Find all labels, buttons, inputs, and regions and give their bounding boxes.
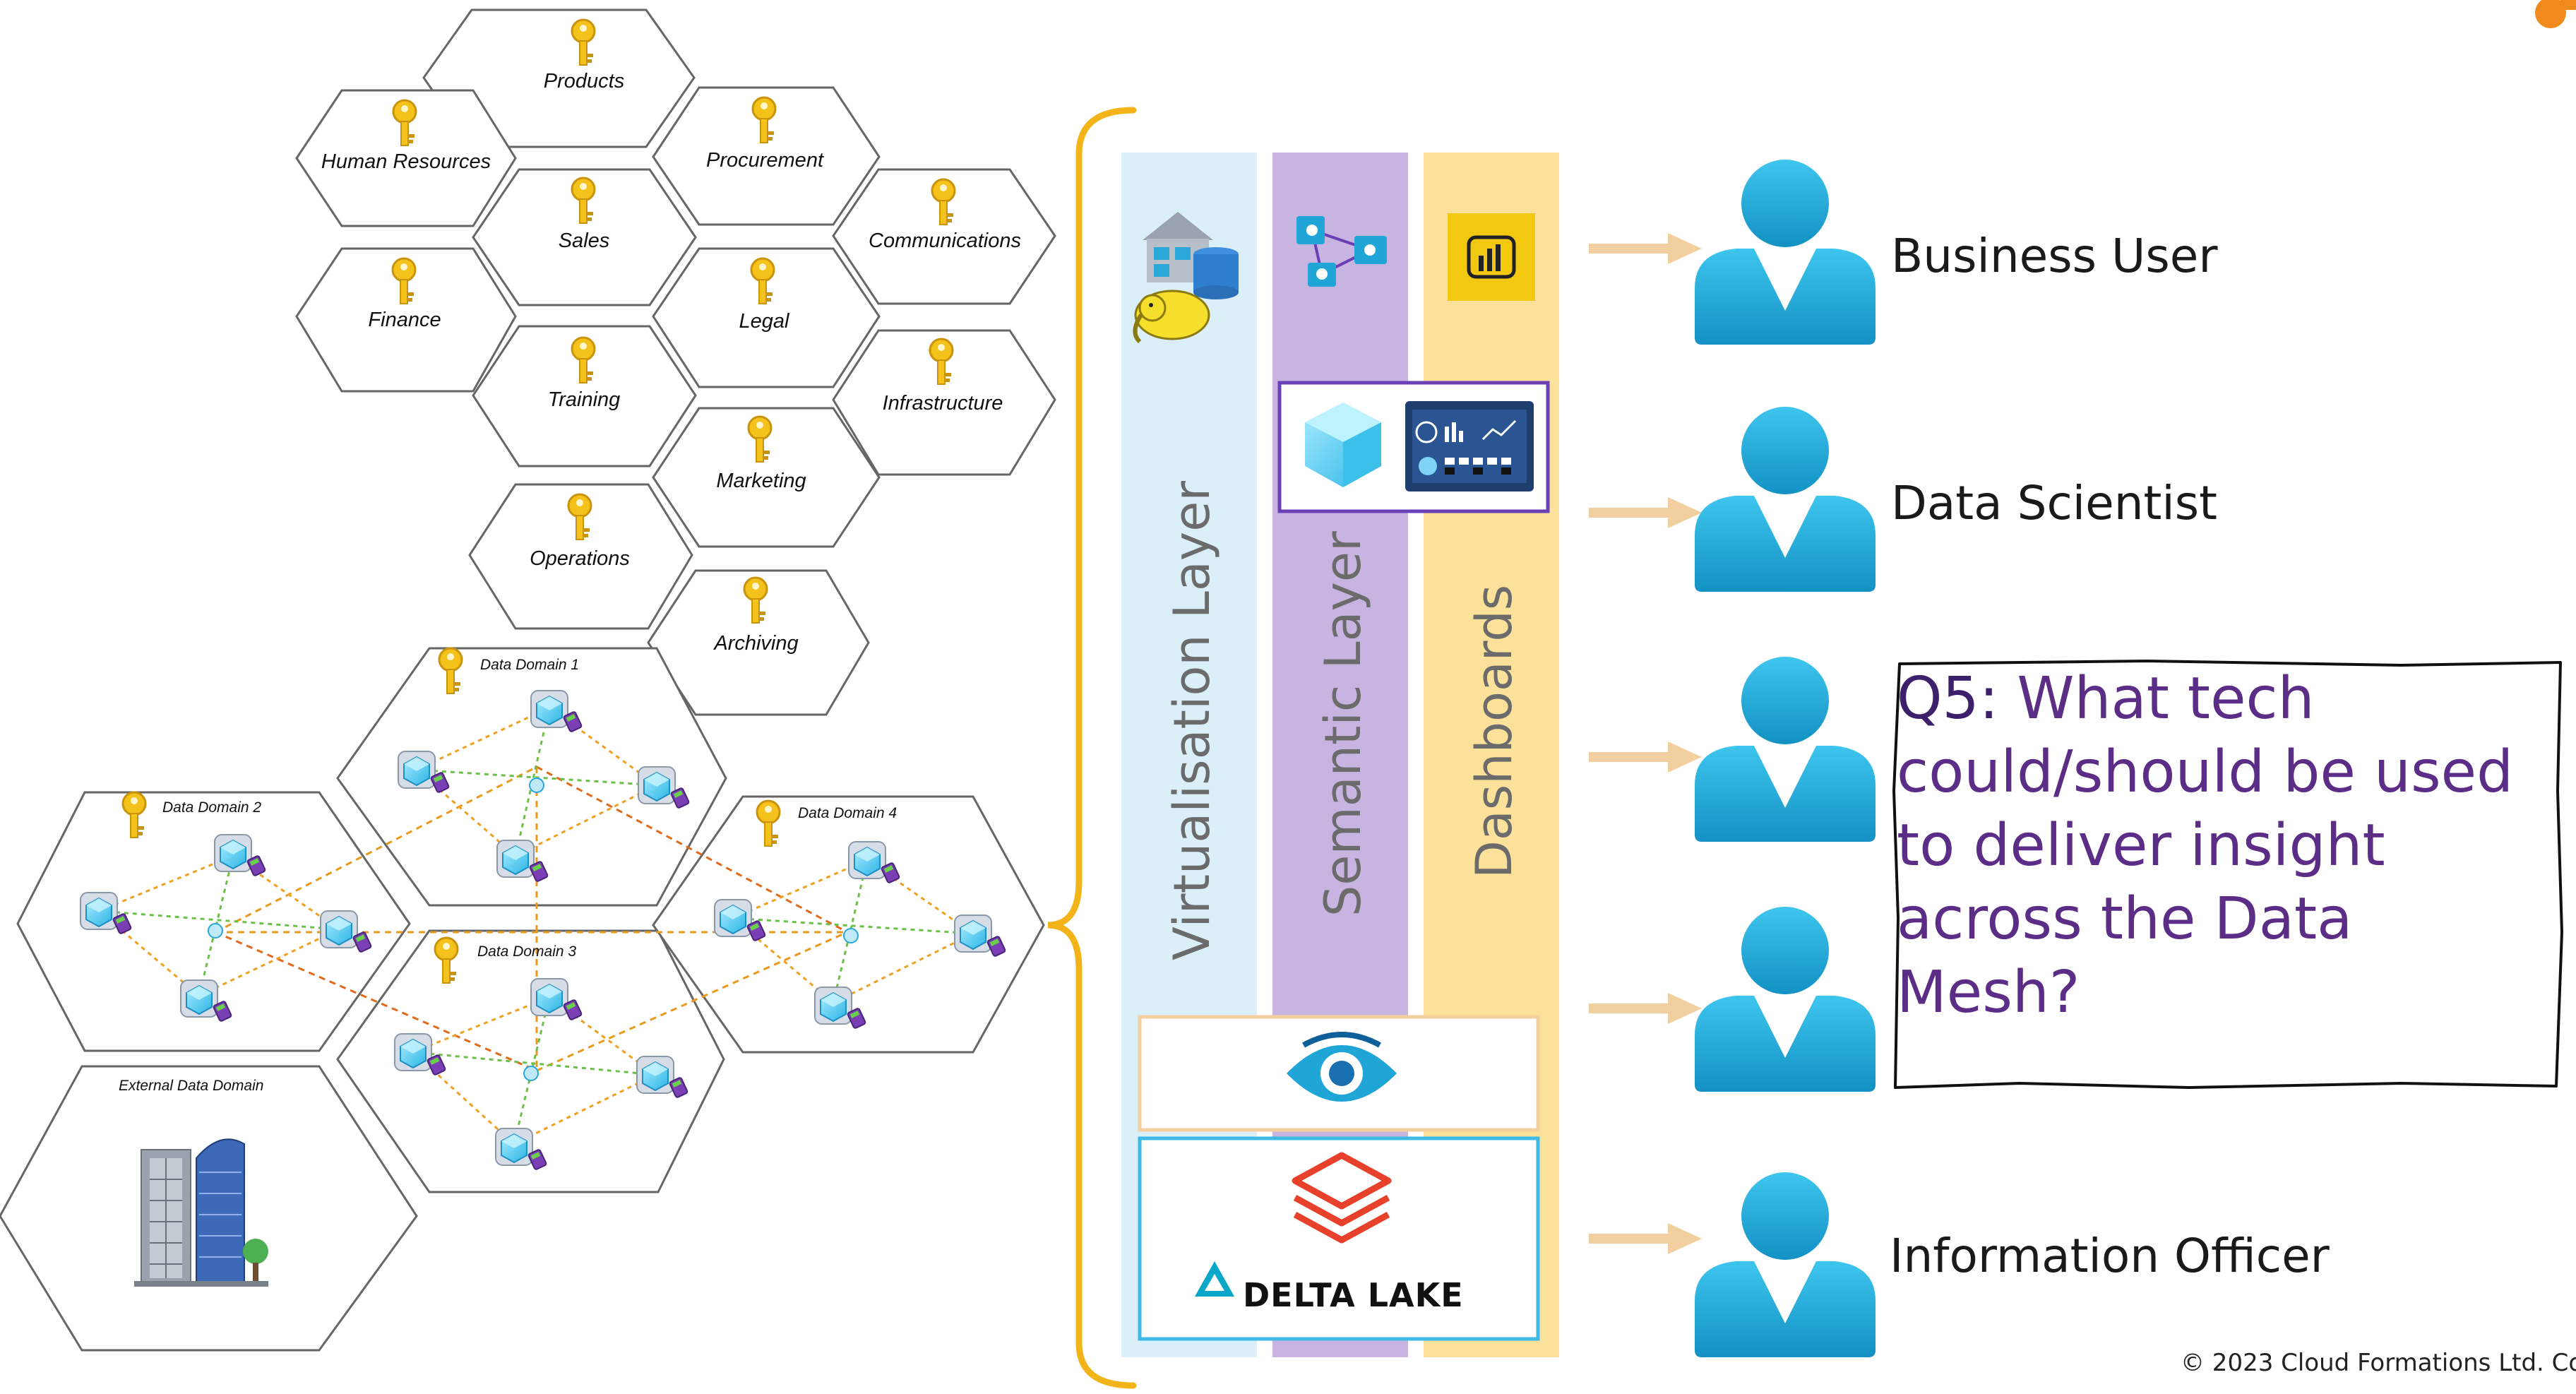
- question-line-3: to deliver insight: [1897, 812, 2385, 879]
- data-domain-1-label: Data Domain 1: [480, 657, 579, 673]
- business-domain-hexes: Products Human Resources Procurement Sal…: [295, 8, 1056, 716]
- hex-human-resources: Human Resources: [295, 89, 517, 227]
- hex-infrastructure: Infrastructure: [832, 329, 1056, 476]
- persona-information-officer: Information Officer: [1890, 1229, 2330, 1283]
- hex-label: Training: [548, 388, 621, 411]
- brace: [1047, 107, 1137, 1389]
- semantic-layer-label: Semantic Layer: [1314, 531, 1372, 917]
- hadoop-elephant-icon: [1133, 290, 1210, 344]
- hex-data-domain-2: [16, 791, 411, 1052]
- data-domain-3-label: Data Domain 3: [477, 943, 576, 960]
- person-icon: [1695, 407, 1876, 592]
- cube-icon: [1305, 403, 1381, 487]
- copyright: © 2023 Cloud Formations Ltd. Co: [2181, 1349, 2576, 1377]
- purview-box: [1138, 1015, 1540, 1132]
- persona-business-user: Business User: [1891, 229, 2218, 283]
- semantic-dashboard-box: [1277, 381, 1550, 513]
- question-box: [1892, 660, 2563, 1089]
- person-icons: [1695, 160, 1876, 1357]
- question-line-2: could/should be used: [1897, 739, 2514, 806]
- hex-label: Finance: [368, 309, 441, 331]
- hex-archiving: Archiving: [647, 569, 870, 716]
- hex-data-domain-4: [652, 795, 1045, 1054]
- hex-operations: Operations: [468, 483, 693, 630]
- hex-label: Communications: [869, 230, 1021, 252]
- hex-communications: Communications: [832, 168, 1056, 305]
- databricks-icon: [1292, 1152, 1392, 1244]
- question-prefix: Q5:: [1897, 665, 1999, 732]
- person-icon: [1695, 657, 1876, 842]
- hex-sales: Sales: [472, 168, 697, 306]
- delta-lake-label: DELTA LAKE: [1243, 1276, 1464, 1314]
- person-icon: [1695, 1172, 1876, 1357]
- hex-legal: Legal: [652, 247, 881, 388]
- hex-marketing: Marketing: [652, 407, 881, 548]
- data-domain-4-label: Data Domain 4: [798, 805, 897, 821]
- virtualisation-layer-label: Virtualisation Layer: [1163, 481, 1221, 960]
- hex-label: Human Resources: [321, 150, 491, 173]
- hex-training: Training: [472, 325, 697, 467]
- hex-label: Sales: [559, 230, 610, 252]
- hex-label: Legal: [739, 310, 791, 333]
- warehouse-icon: [1143, 212, 1239, 299]
- person-icon: [1695, 160, 1876, 345]
- persona-data-scientist: Data Scientist: [1891, 476, 2217, 530]
- hex-label: Archiving: [712, 632, 798, 655]
- hex-label: Procurement: [706, 149, 825, 172]
- hex-label: Marketing: [716, 470, 806, 492]
- hex-products: Products: [422, 8, 696, 148]
- external-data-domain-label: External Data Domain: [119, 1078, 263, 1094]
- hex-label: Products: [544, 70, 624, 93]
- purview-eye-icon: [1287, 1032, 1397, 1102]
- question-line-4: across the Data Mesh?: [1897, 886, 2353, 1026]
- delta-lake-box: DELTA LAKE: [1138, 1136, 1540, 1341]
- hex-label: Operations: [530, 547, 630, 570]
- dashboard-icon: [1405, 401, 1534, 492]
- analysis-services-icon: [1296, 216, 1387, 287]
- arrows: [1589, 233, 1702, 1254]
- question-line-1: What tech: [1998, 665, 2315, 732]
- dashboards-label: Dashboards: [1465, 585, 1523, 878]
- power-bi-icon: [1448, 213, 1535, 301]
- hex-finance: Finance: [295, 247, 517, 393]
- question-text: Q5: What tech could/should be used to de…: [1897, 662, 2553, 1086]
- hex-label: Infrastructure: [883, 392, 1003, 415]
- logo-corner: [2535, 0, 2576, 28]
- person-icon: [1695, 907, 1876, 1092]
- delta-lake-icon: [1195, 1261, 1234, 1297]
- building-icon: [134, 1138, 268, 1287]
- data-domain-hexes: Data Domain 1 Data Domain 2 Data Domain …: [0, 647, 1045, 1352]
- data-domain-2-label: Data Domain 2: [162, 799, 261, 816]
- hex-procurement: Procurement: [652, 86, 881, 226]
- hex-data-domain-1: [336, 647, 727, 907]
